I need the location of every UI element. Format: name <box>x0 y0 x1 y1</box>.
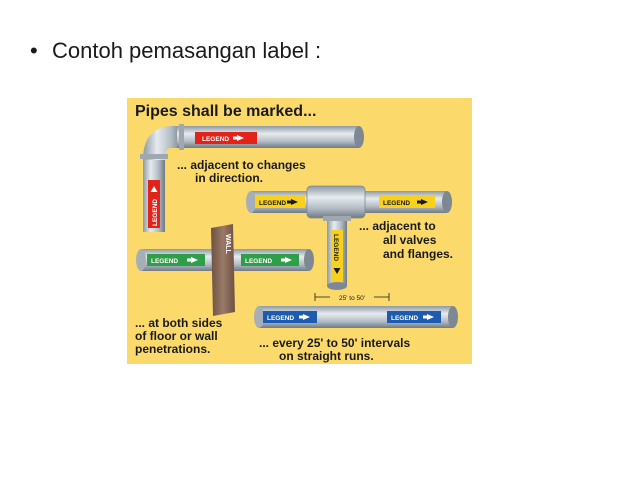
tee-pipe-left-end <box>246 191 256 213</box>
green-band-right-label: LEGEND <box>245 258 272 265</box>
wall-pipe-left-end <box>136 249 146 271</box>
arrow-right-icon <box>281 257 292 263</box>
red-band-label: LEGEND <box>202 136 229 143</box>
caption-direction: ... adjacent to changes in direction. <box>177 158 309 185</box>
caption-runs: ... every 25' to 50' intervals on straig… <box>259 336 413 363</box>
wall-pipe: WALL LEGEND LEGEND <box>136 224 314 316</box>
elbow-flange <box>140 154 168 159</box>
blue-band-left <box>263 311 317 323</box>
blue-band-left-label: LEGEND <box>267 315 294 322</box>
arrow-down-icon <box>333 268 341 274</box>
green-band-right <box>241 254 299 266</box>
arrow-right-icon <box>187 257 198 263</box>
arrow-right-icon <box>299 314 310 320</box>
wall-pipe-right-end <box>304 249 314 271</box>
yellow-band-left <box>255 196 305 208</box>
tee-pipe: LEGEND LEGEND LEGEND <box>246 185 452 290</box>
wall-label: WALL <box>224 234 231 255</box>
tee-fitting <box>306 185 366 219</box>
slide-bullet-text: • Contoh pemasangan label : <box>30 38 321 64</box>
yellow-band-left-label: LEGEND <box>259 200 286 207</box>
yellow-band-right-label: LEGEND <box>383 200 410 207</box>
straight-run-right-end <box>448 306 458 328</box>
dimension-label: 25' to 50' <box>339 295 365 302</box>
tee-flange-bottom <box>323 216 351 221</box>
wall-panel <box>211 224 235 316</box>
figure-title: Pipes shall be marked... <box>135 103 316 120</box>
straight-run-left-end <box>254 306 264 328</box>
blue-band-right <box>387 311 441 323</box>
arrow-right-icon <box>417 199 428 205</box>
arrow-up-icon <box>150 186 158 192</box>
caption-valves: ... adjacent to all valves and flanges. <box>359 219 453 261</box>
blue-band-right-label: LEGEND <box>391 315 418 322</box>
elbow-flange-h <box>179 124 184 150</box>
red-band-horizontal <box>195 132 257 144</box>
green-band-left-label: LEGEND <box>151 258 178 265</box>
tee-vertical-end <box>327 282 347 290</box>
dimension-line: 25' to 50' <box>314 292 390 302</box>
slide-heading: Contoh pemasangan label : <box>52 38 322 63</box>
tee-pipe-right-end <box>442 191 452 213</box>
yellow-band-vertical <box>331 230 343 282</box>
arrow-right-icon <box>233 135 244 141</box>
arrow-right-icon <box>287 199 298 205</box>
elbow-pipe: LEGEND LEGEND <box>140 124 364 232</box>
elbow-pipe-end <box>354 126 364 148</box>
straight-run-pipe: LEGEND LEGEND <box>254 306 458 328</box>
elbow-bend <box>143 126 183 160</box>
pipe-marking-figure: Pipes shall be marked... LEGEND LEGEND .… <box>127 98 472 364</box>
green-band-left <box>147 254 205 266</box>
pipe-marking-svg: Pipes shall be marked... LEGEND LEGEND .… <box>127 98 472 364</box>
yellow-band-vertical-label: LEGEND <box>332 234 339 261</box>
bullet-icon: • <box>30 38 38 63</box>
red-band-vertical-label: LEGEND <box>152 199 159 226</box>
caption-floor: ... at both sides of floor or wall penet… <box>135 316 226 356</box>
arrow-right-icon <box>423 314 434 320</box>
